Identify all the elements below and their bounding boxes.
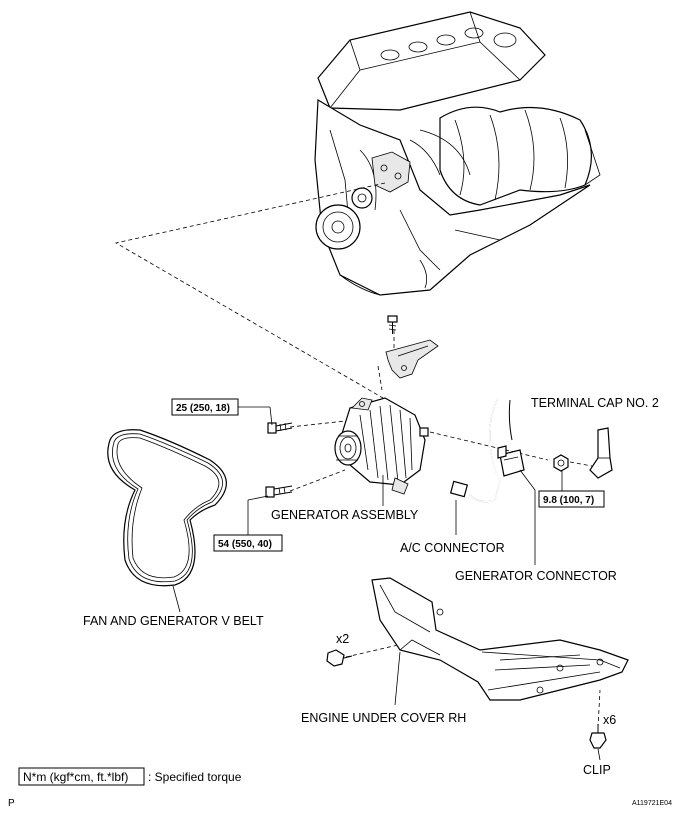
figure-id: A119721E04 [632,800,672,807]
legend-unit: N*m (kgf*cm, ft.*lbf) [23,770,128,784]
torque-legend: N*m (kgf*cm, ft.*lbf) : Specified torque [18,767,242,786]
leader-lines [172,469,601,761]
part-labels: TERMINAL CAP NO. 2 GENERATOR ASSEMBLY A/… [83,396,659,777]
label-under-cover: ENGINE UNDER COVER RH [301,711,466,725]
figure-footer: P A119721E04 [8,798,672,809]
wire-harness [449,399,525,503]
label-clip: CLIP [583,763,611,777]
torque-pivot-bolt: 54 (550, 40) [218,539,272,550]
v-belt [107,429,227,587]
generator-bracket [385,315,439,379]
terminal-cap-no2 [589,427,613,479]
reference-lines [114,182,601,729]
terminal-nut [553,454,569,472]
label-generator-connector: GENERATOR CONNECTOR [455,569,617,583]
torque-terminal-nut: 9.8 (100, 7) [543,495,594,506]
generator-assembly [334,397,429,495]
under-cover-bolt [326,649,353,667]
torque-bracket-bolt: 25 (250, 18) [176,403,230,414]
label-generator-assembly: GENERATOR ASSEMBLY [271,508,419,522]
legend-unit-box [18,767,145,786]
label-ac-connector: A/C CONNECTOR [400,541,505,555]
legend-text: : Specified torque [148,770,242,784]
generator-bolts [265,422,293,498]
pivot-bolt [265,485,293,498]
label-qty-clips: x6 [603,713,616,727]
clip-fastener [589,724,607,749]
footer-left-mark: P [8,798,15,809]
upper-mounting-bolt [267,422,293,434]
label-terminal-cap: TERMINAL CAP NO. 2 [531,396,659,410]
engine-under-cover-rh [371,577,629,701]
torque-callouts: 25 (250, 18) 54 (550, 40) 9.8 (100, 7) [171,398,605,552]
torque-box-terminal-nut [538,490,605,508]
label-qty-bolts: x2 [336,632,349,646]
engine-block [314,11,601,296]
label-v-belt: FAN AND GENERATOR V BELT [83,614,264,628]
